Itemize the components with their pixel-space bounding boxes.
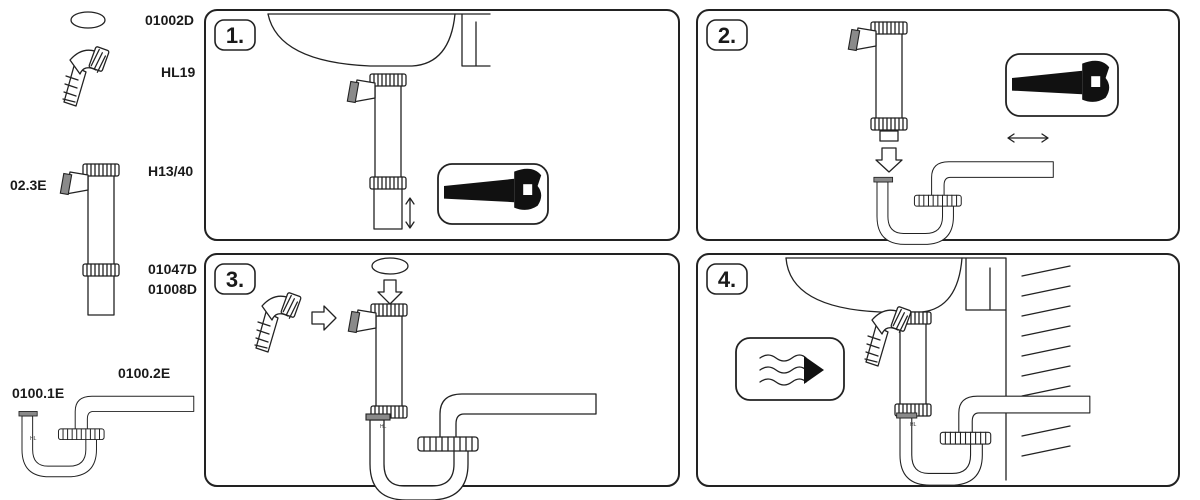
trap-code-label-b: 0100.2E (118, 365, 170, 381)
side-inlet-code-label: 02.3E (10, 177, 47, 193)
trap-marking: HL (30, 436, 37, 442)
right-arrow (311, 305, 337, 331)
trap-marking: HL (910, 422, 917, 428)
washer-part (70, 11, 106, 29)
step-1-number: 1. (226, 23, 244, 48)
step-3-panel: 3. HL (204, 253, 680, 500)
tailpiece-part (59, 163, 120, 316)
parts-column: 01002D HL19 02.3E H13/40 01047D 01008D H… (10, 11, 197, 478)
nut-code-label-a: 01047D (148, 261, 197, 277)
step-3-number: 3. (226, 267, 244, 292)
step-4-number: 4. (718, 267, 736, 292)
step-3-badge (214, 263, 256, 295)
down-arrow (377, 279, 403, 305)
down-arrow (875, 147, 903, 173)
step-2-badge (706, 19, 748, 51)
washer-code-label: 01002D (145, 12, 194, 28)
step-2-number: 2. (718, 23, 736, 48)
wall-hatching (1021, 265, 1071, 457)
water-flow-icon-box (735, 337, 845, 401)
step-1-panel: 1. (204, 9, 680, 241)
pipe-code-label: H13/40 (148, 163, 193, 179)
elbow-part (62, 45, 110, 107)
adjust-arrow (1007, 133, 1049, 143)
adjust-arrow (405, 197, 415, 229)
trap-part (18, 395, 195, 478)
elbow-code-label: HL19 (161, 64, 195, 80)
water-flow-icon (759, 354, 824, 386)
trap-marking: HL (380, 424, 387, 430)
sink-basin (267, 13, 456, 67)
step-4-panel: 4. HL (696, 253, 1180, 487)
step-4-badge (706, 263, 748, 295)
step-2-panel: 2. (696, 9, 1180, 245)
trap-code-label-a: 0100.1E (12, 385, 64, 401)
nut-code-label-b: 01008D (148, 281, 197, 297)
sink-basin (785, 257, 963, 313)
washer-icon (371, 257, 409, 275)
step-1-badge (214, 19, 256, 51)
